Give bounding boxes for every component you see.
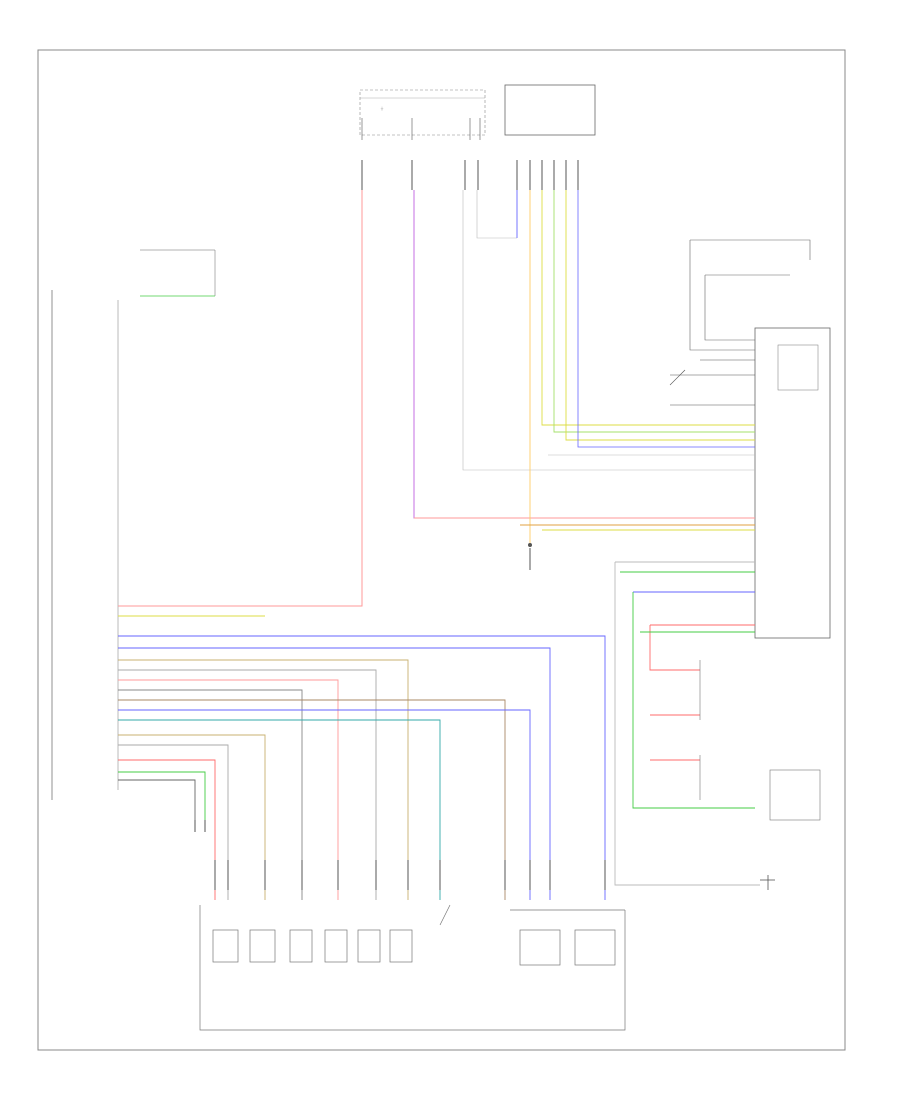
top-sensor-module xyxy=(504,84,596,136)
left-ecm-connector xyxy=(51,290,119,800)
top-connectors xyxy=(361,160,579,190)
right-module xyxy=(754,327,831,639)
ground-ecm xyxy=(194,820,206,832)
wire-gray-1 xyxy=(462,190,755,471)
right-upper-sensor xyxy=(689,239,811,361)
wire-purple xyxy=(413,190,755,519)
top-fuse-block: ⏚ xyxy=(359,89,486,140)
bottom-connectors xyxy=(214,860,606,890)
top-left-junction xyxy=(140,249,216,297)
ecm-output-wires xyxy=(118,605,606,900)
bottom-plate xyxy=(199,904,626,1031)
diagram-border xyxy=(37,49,846,1051)
svg-text:⏚: ⏚ xyxy=(380,105,384,111)
right-lower-wires xyxy=(614,561,760,886)
right-ground xyxy=(760,875,775,890)
ground-center xyxy=(528,543,532,570)
wire-red-ecm xyxy=(118,190,363,607)
right-lower-relays xyxy=(699,660,821,821)
right-switch xyxy=(669,369,755,406)
